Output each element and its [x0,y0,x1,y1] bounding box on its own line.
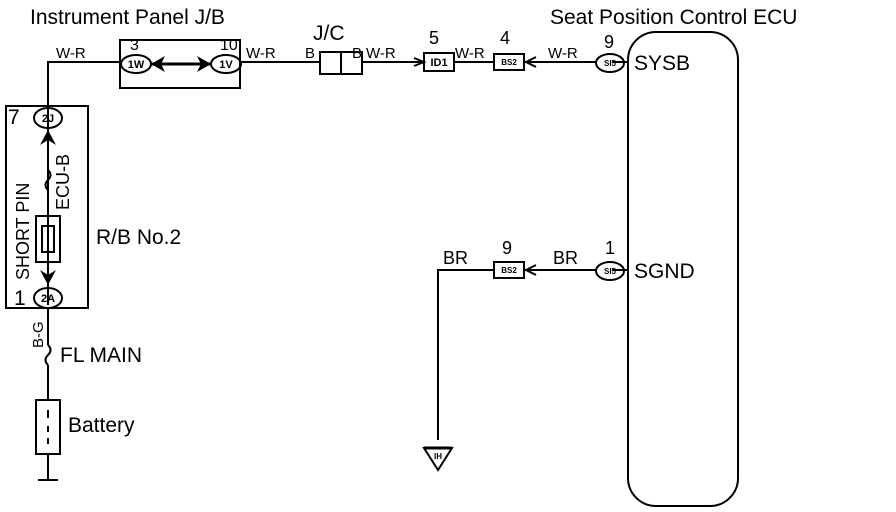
pin-5: 5 [429,28,439,48]
connector-2a-label: 2A [41,293,55,305]
short-pin-bottom-arrow-icon [40,270,56,285]
pin-7: 7 [8,106,20,129]
junction-arrow-right-icon [197,56,211,72]
wire-label-br-right: BR [553,248,578,268]
top-wire-run [47,61,628,305]
ecu-b-label: ECU-B [53,154,73,210]
wire-label-b-in: B [305,45,315,62]
jc-connector: B B [305,45,363,75]
pin-9-top: 9 [604,32,614,52]
connector-id1-label: ID1 [430,57,447,69]
pin-3: 3 [130,37,139,54]
rb-no2-label: R/B No.2 [96,226,181,249]
battery-icon [35,399,61,481]
pin-1-rb: 1 [14,287,26,310]
battery-label: Battery [68,414,135,437]
connector-bs2-top-label: BS2 [501,58,517,67]
wire-label-w-r-top-left: W-R [56,45,86,62]
wire-label-b-out: B [352,45,362,62]
junction-arrow-left-icon [151,56,165,72]
connector-bs2-bottom: 9 BS2 [493,238,537,279]
connector-2a: 1 2A [14,287,63,310]
instrument-panel-jb-title: Instrument Panel J/B [30,6,225,29]
connector-bs2-bottom-label: BS2 [501,266,517,275]
wire-label-w-r-jb-out: W-R [246,45,276,62]
terminal-sgnd: SGND [634,260,695,283]
wire-label-w-r-ecu-out: W-R [548,45,578,62]
connector-1w-label: 1W [128,59,145,71]
sgnd-branch [437,269,628,440]
wire-label-w-r-jc-out: W-R [366,45,396,62]
pin-9-bs2: 9 [502,238,512,258]
fl-main-fuse-icon [44,308,52,400]
pin-4: 4 [500,28,510,48]
ground-label: IH [434,452,442,461]
connector-id1: 5 ID1 [413,28,455,72]
wire-label-br-left: BR [443,248,468,268]
ecu-b-fuse-icon [44,145,52,215]
wire-label-w-r-id1-out: W-R [455,45,485,62]
pin-10: 10 [220,37,238,54]
connector-bs2-top: 4 BS2 [493,28,537,71]
jc-title: J/C [313,22,345,45]
terminal-sysb: SYSB [634,52,690,75]
short-pin-label: SHORT PIN [13,183,33,280]
connector-2j-label: 2J [42,113,54,125]
short-pin-top-arrow-icon [40,130,56,145]
connector-2j: 7 2J [8,106,63,145]
connector-si5-top: 9 SI5 [595,32,625,73]
ecu-title: Seat Position Control ECU [550,6,797,29]
pin-1-sgnd: 1 [605,238,615,258]
connector-si5-bottom: 1 SI5 [595,238,625,281]
wire-label-b-g: B-G [30,321,47,348]
fl-main-label: FL MAIN [60,344,142,367]
instrument-panel-jb-box: 3 10 1W 1V [119,37,242,89]
ground-ih: IH [422,446,454,472]
connector-si5-bottom-label: SI5 [604,267,617,276]
connector-1v-label: 1V [219,59,233,71]
connector-si5-top-label: SI5 [604,59,617,68]
